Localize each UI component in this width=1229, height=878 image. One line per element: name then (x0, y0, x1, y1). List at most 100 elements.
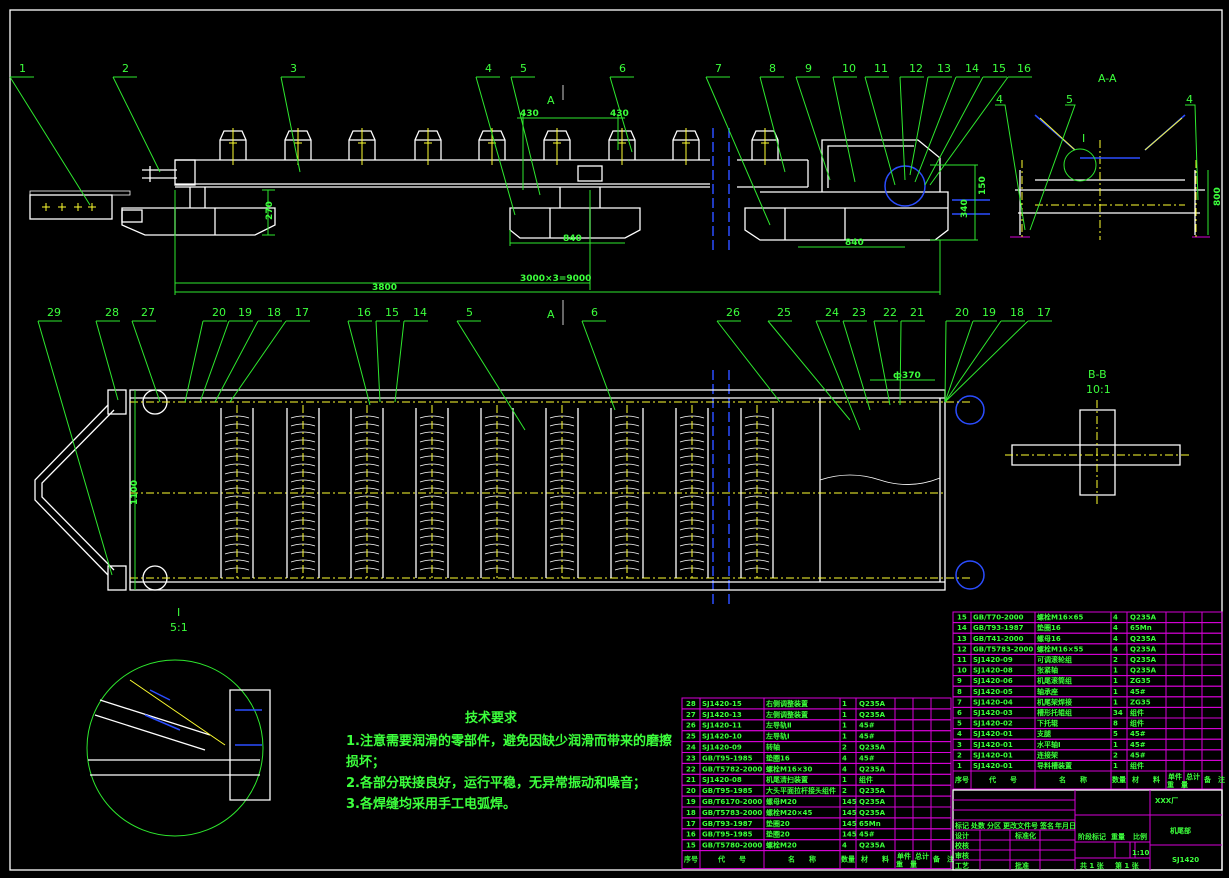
drive-shaft (142, 166, 177, 182)
item-balloon: 19 (944, 306, 997, 403)
bb-cross-section (1011, 409, 1181, 496)
balloon-number: 15 (385, 306, 399, 319)
aa-label-4-left: 4 (996, 93, 1003, 106)
balloon-number: 16 (1017, 62, 1031, 75)
cell-qty: 1 (1113, 667, 1118, 675)
cell-no: 28 (686, 700, 696, 708)
balloon-leader (510, 76, 541, 196)
cell-code: SJ1420-09 (702, 744, 742, 752)
cell-name: 垫圈16 (1037, 623, 1061, 632)
cell-no: 2 (957, 751, 962, 759)
item-balloon: 17 (944, 306, 1052, 403)
cell-material: ZG35 (1130, 698, 1151, 706)
cell-no: 4 (957, 730, 962, 738)
role-approve: 批准 (1015, 861, 1029, 870)
item-balloon: 29 (37, 306, 113, 576)
balloon-leader (944, 320, 997, 403)
balloon-number: 18 (1010, 306, 1024, 319)
idler-rails (350, 408, 384, 578)
requirement-line-1: 1.注意需要润滑的零部件，避免因缺少润滑而带来的磨擦 (346, 733, 672, 749)
revision-header: 更改文件号 (1003, 821, 1038, 830)
revision-header: 标记 (954, 821, 969, 830)
cell-name: 左导轨Ⅱ (765, 721, 792, 730)
title-block-grid (953, 790, 1222, 870)
detail-i: I 5:1 (86, 606, 271, 837)
plan-idlers (220, 405, 774, 580)
cell-code: SJ1420-01 (973, 762, 1013, 770)
cell-qty: 2 (1113, 751, 1118, 759)
splice-plate (577, 165, 603, 182)
balloon-number: 26 (726, 306, 740, 319)
dim-pitch-b: 430 (610, 109, 629, 119)
title-drawing-no: SJ1420 (1172, 856, 1199, 864)
cell-name: 水平轴Ⅰ (1037, 740, 1061, 749)
item-balloon: 27 (131, 306, 161, 403)
revision-row: 标记处数分区更改文件号签名年月日 (954, 821, 1076, 830)
cell-no: 18 (686, 809, 696, 817)
balloon-leader (795, 76, 831, 181)
cell-material: Q235A (1130, 667, 1157, 675)
cell-no: 21 (686, 776, 696, 784)
balloon-leader (914, 76, 980, 183)
cell-no: 8 (957, 688, 962, 696)
balloon-number: 19 (982, 306, 996, 319)
item-balloon: 14 (394, 306, 428, 403)
cell-qty: 1 (1113, 741, 1118, 749)
cell-no: 27 (686, 711, 696, 719)
cell-material: Q235A (859, 700, 886, 708)
balloon-number: 2 (122, 62, 129, 75)
idler-rails (480, 408, 514, 578)
cell-code: GB/T93-1987 (702, 820, 753, 828)
plan-width-dim: 1100 (130, 480, 140, 505)
cell-qty: 1 (842, 722, 847, 730)
requirements-title: 技术要求 (465, 710, 518, 726)
section-bb-title: B-B (1088, 368, 1107, 381)
cell-no: 6 (957, 709, 962, 717)
balloon-number: 13 (937, 62, 951, 75)
balloon-number: 10 (842, 62, 856, 75)
balloon-number: 3 (290, 62, 297, 75)
cell-name: 轴承座 (1037, 687, 1058, 696)
cell-name: 螺母16 (1037, 634, 1061, 643)
idler-centerline (761, 128, 769, 165)
cell-qty: 34 (1113, 709, 1123, 717)
balloon-number: 18 (267, 306, 281, 319)
balloon-leader (944, 320, 1052, 403)
dim-total: 3800 (372, 283, 397, 293)
header-no: 序号 (683, 855, 698, 864)
bearing-plate (174, 159, 196, 186)
item-balloon: 24 (815, 306, 861, 431)
cell-code: SJ1420-01 (973, 751, 1013, 759)
cell-code: GB/T95-1985 (702, 787, 753, 795)
balloon-leader (815, 320, 861, 431)
cell-code: SJ1420-04 (973, 698, 1013, 706)
idler-centerline (229, 128, 237, 165)
header-code: 代 号 (717, 855, 746, 864)
detail-structure (88, 689, 271, 801)
role-check: 校核 (955, 841, 969, 850)
cell-code: SJ1420-09 (973, 656, 1013, 664)
cell-code: SJ1420-01 (973, 730, 1013, 738)
balloon-leader (95, 320, 120, 401)
title-block: XXX厂 机尾部 SJ1420 阶段标记 重量 比例 1:10 共 1 张 第 … (952, 789, 1223, 871)
balloon-number: 6 (591, 306, 598, 319)
idler-centerline (294, 128, 302, 165)
idler-centerline (424, 128, 432, 165)
cell-material: Q235A (859, 765, 886, 773)
balloon-number: 17 (1037, 306, 1051, 319)
cell-code: GB/T93-1987 (973, 624, 1024, 632)
header-code: 代 号 (988, 775, 1017, 784)
cell-material: Q235A (859, 787, 886, 795)
balloon-leader (873, 320, 898, 406)
balloon-leader (131, 320, 161, 403)
item-balloon: 17 (229, 306, 310, 403)
item-balloon: 2 (112, 62, 161, 173)
item-balloon: 11 (864, 62, 896, 186)
cell-name: 垫圈16 (766, 753, 790, 762)
